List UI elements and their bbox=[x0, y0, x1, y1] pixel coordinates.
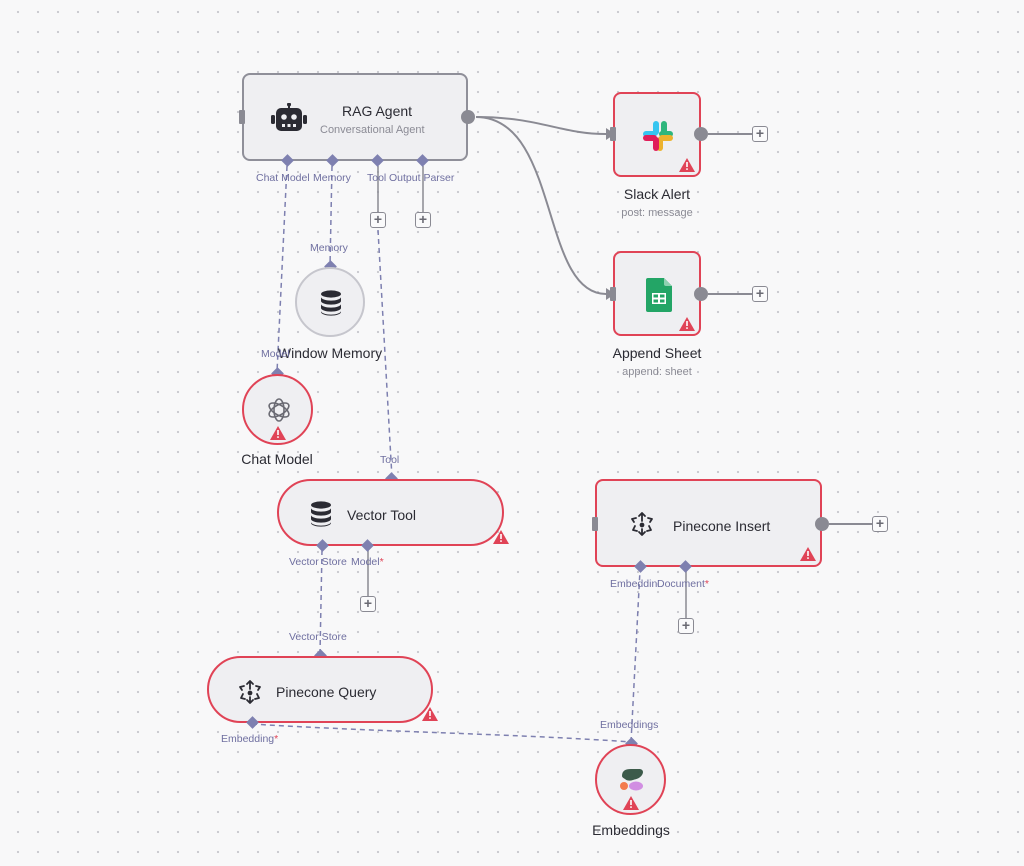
pinecone-insert-add-document-button[interactable]: + bbox=[678, 618, 694, 634]
pinecone-insert-document-label: Document* bbox=[657, 578, 709, 590]
warning-icon bbox=[679, 158, 695, 172]
vector-tool-input-label: Tool bbox=[380, 454, 400, 466]
add-tool-button[interactable]: + bbox=[370, 212, 386, 228]
vector-tool-model-label: Model* bbox=[351, 556, 384, 568]
agent-chat-model-label: Chat Model bbox=[256, 172, 310, 184]
append-sheet-subtitle: append: sheet bbox=[622, 366, 692, 378]
robot-icon bbox=[271, 102, 307, 138]
rag-agent-output-handle[interactable] bbox=[461, 110, 475, 124]
embeddings-node[interactable] bbox=[595, 744, 666, 815]
pinecone-query-input-label: Vector Store bbox=[289, 631, 347, 643]
embeddings-title: Embeddings bbox=[592, 822, 670, 838]
openai-icon bbox=[265, 396, 293, 429]
cohere-icon bbox=[618, 766, 646, 799]
warning-icon bbox=[800, 547, 816, 561]
sheet-add-button[interactable]: + bbox=[752, 286, 768, 302]
slack-alert-title: Slack Alert bbox=[623, 186, 691, 202]
memory-input-label: Memory bbox=[310, 242, 348, 254]
vector-tool-title: Vector Tool bbox=[347, 507, 417, 523]
warning-icon bbox=[270, 426, 286, 440]
vector-tool-add-model-button[interactable]: + bbox=[360, 596, 376, 612]
add-output-parser-button[interactable]: + bbox=[415, 212, 431, 228]
wire-embedding-insert bbox=[630, 569, 641, 743]
pinecone-icon bbox=[236, 678, 264, 711]
wire-embedding-query bbox=[251, 723, 632, 743]
warning-icon bbox=[679, 317, 695, 331]
window-memory-title: Window Memory bbox=[277, 345, 383, 361]
chat-model-node[interactable] bbox=[242, 374, 313, 445]
pinecone-icon bbox=[628, 510, 656, 543]
pinecone-query-embedding-label: Embedding* bbox=[221, 733, 279, 745]
rag-agent-subtitle: Conversational Agent bbox=[320, 124, 425, 136]
chat-model-input-label: Model bbox=[261, 348, 290, 360]
pinecone-query-node[interactable]: Pinecone Query bbox=[207, 656, 433, 723]
wire-agent-to-sheet bbox=[475, 116, 607, 295]
vector-tool-vector-store-label: Vector Store bbox=[289, 556, 347, 568]
wire-agent-to-slack bbox=[475, 116, 607, 135]
rag-agent-title: RAG Agent bbox=[342, 103, 413, 119]
append-sheet-title: Append Sheet bbox=[612, 345, 702, 361]
warning-icon bbox=[493, 530, 509, 544]
pinecone-insert-add-button[interactable]: + bbox=[872, 516, 888, 532]
slack-add-button[interactable]: + bbox=[752, 126, 768, 142]
sheet-output-handle[interactable] bbox=[694, 287, 708, 301]
slack-input-handle[interactable] bbox=[610, 127, 616, 141]
vector-tool-node[interactable]: Vector Tool bbox=[277, 479, 504, 546]
rag-agent-input-handle[interactable] bbox=[239, 110, 245, 124]
agent-tool-label: Tool bbox=[367, 172, 387, 184]
warning-icon bbox=[422, 707, 438, 721]
agent-output-parser-label: Output Parser bbox=[389, 172, 455, 184]
warning-icon bbox=[623, 796, 639, 810]
sheet-input-handle[interactable] bbox=[610, 287, 616, 301]
slack-icon bbox=[641, 119, 675, 158]
google-sheets-icon bbox=[646, 278, 672, 317]
agent-memory-label: Memory bbox=[313, 172, 351, 184]
slack-output-handle[interactable] bbox=[694, 127, 708, 141]
pinecone-query-title: Pinecone Query bbox=[276, 684, 377, 700]
pinecone-insert-node[interactable]: Pinecone Insert bbox=[595, 479, 822, 567]
embeddings-input-label: Embeddings bbox=[600, 719, 659, 731]
pinecone-insert-output-handle[interactable] bbox=[815, 517, 829, 531]
pinecone-insert-title: Pinecone Insert bbox=[673, 518, 771, 534]
window-memory-node[interactable] bbox=[295, 267, 365, 337]
pinecone-insert-embedding-label: Embedding bbox=[610, 578, 658, 590]
append-sheet-node[interactable] bbox=[613, 251, 701, 336]
chat-model-title: Chat Model bbox=[241, 451, 313, 467]
slack-alert-node[interactable] bbox=[613, 92, 701, 177]
slack-alert-subtitle: post: message bbox=[621, 207, 693, 219]
rag-agent-node[interactable]: RAG Agent Conversational Agent bbox=[242, 73, 468, 161]
wire-model bbox=[276, 165, 288, 373]
database-icon bbox=[320, 290, 342, 321]
pinecone-insert-input-handle[interactable] bbox=[592, 517, 598, 531]
database-icon bbox=[310, 501, 332, 532]
